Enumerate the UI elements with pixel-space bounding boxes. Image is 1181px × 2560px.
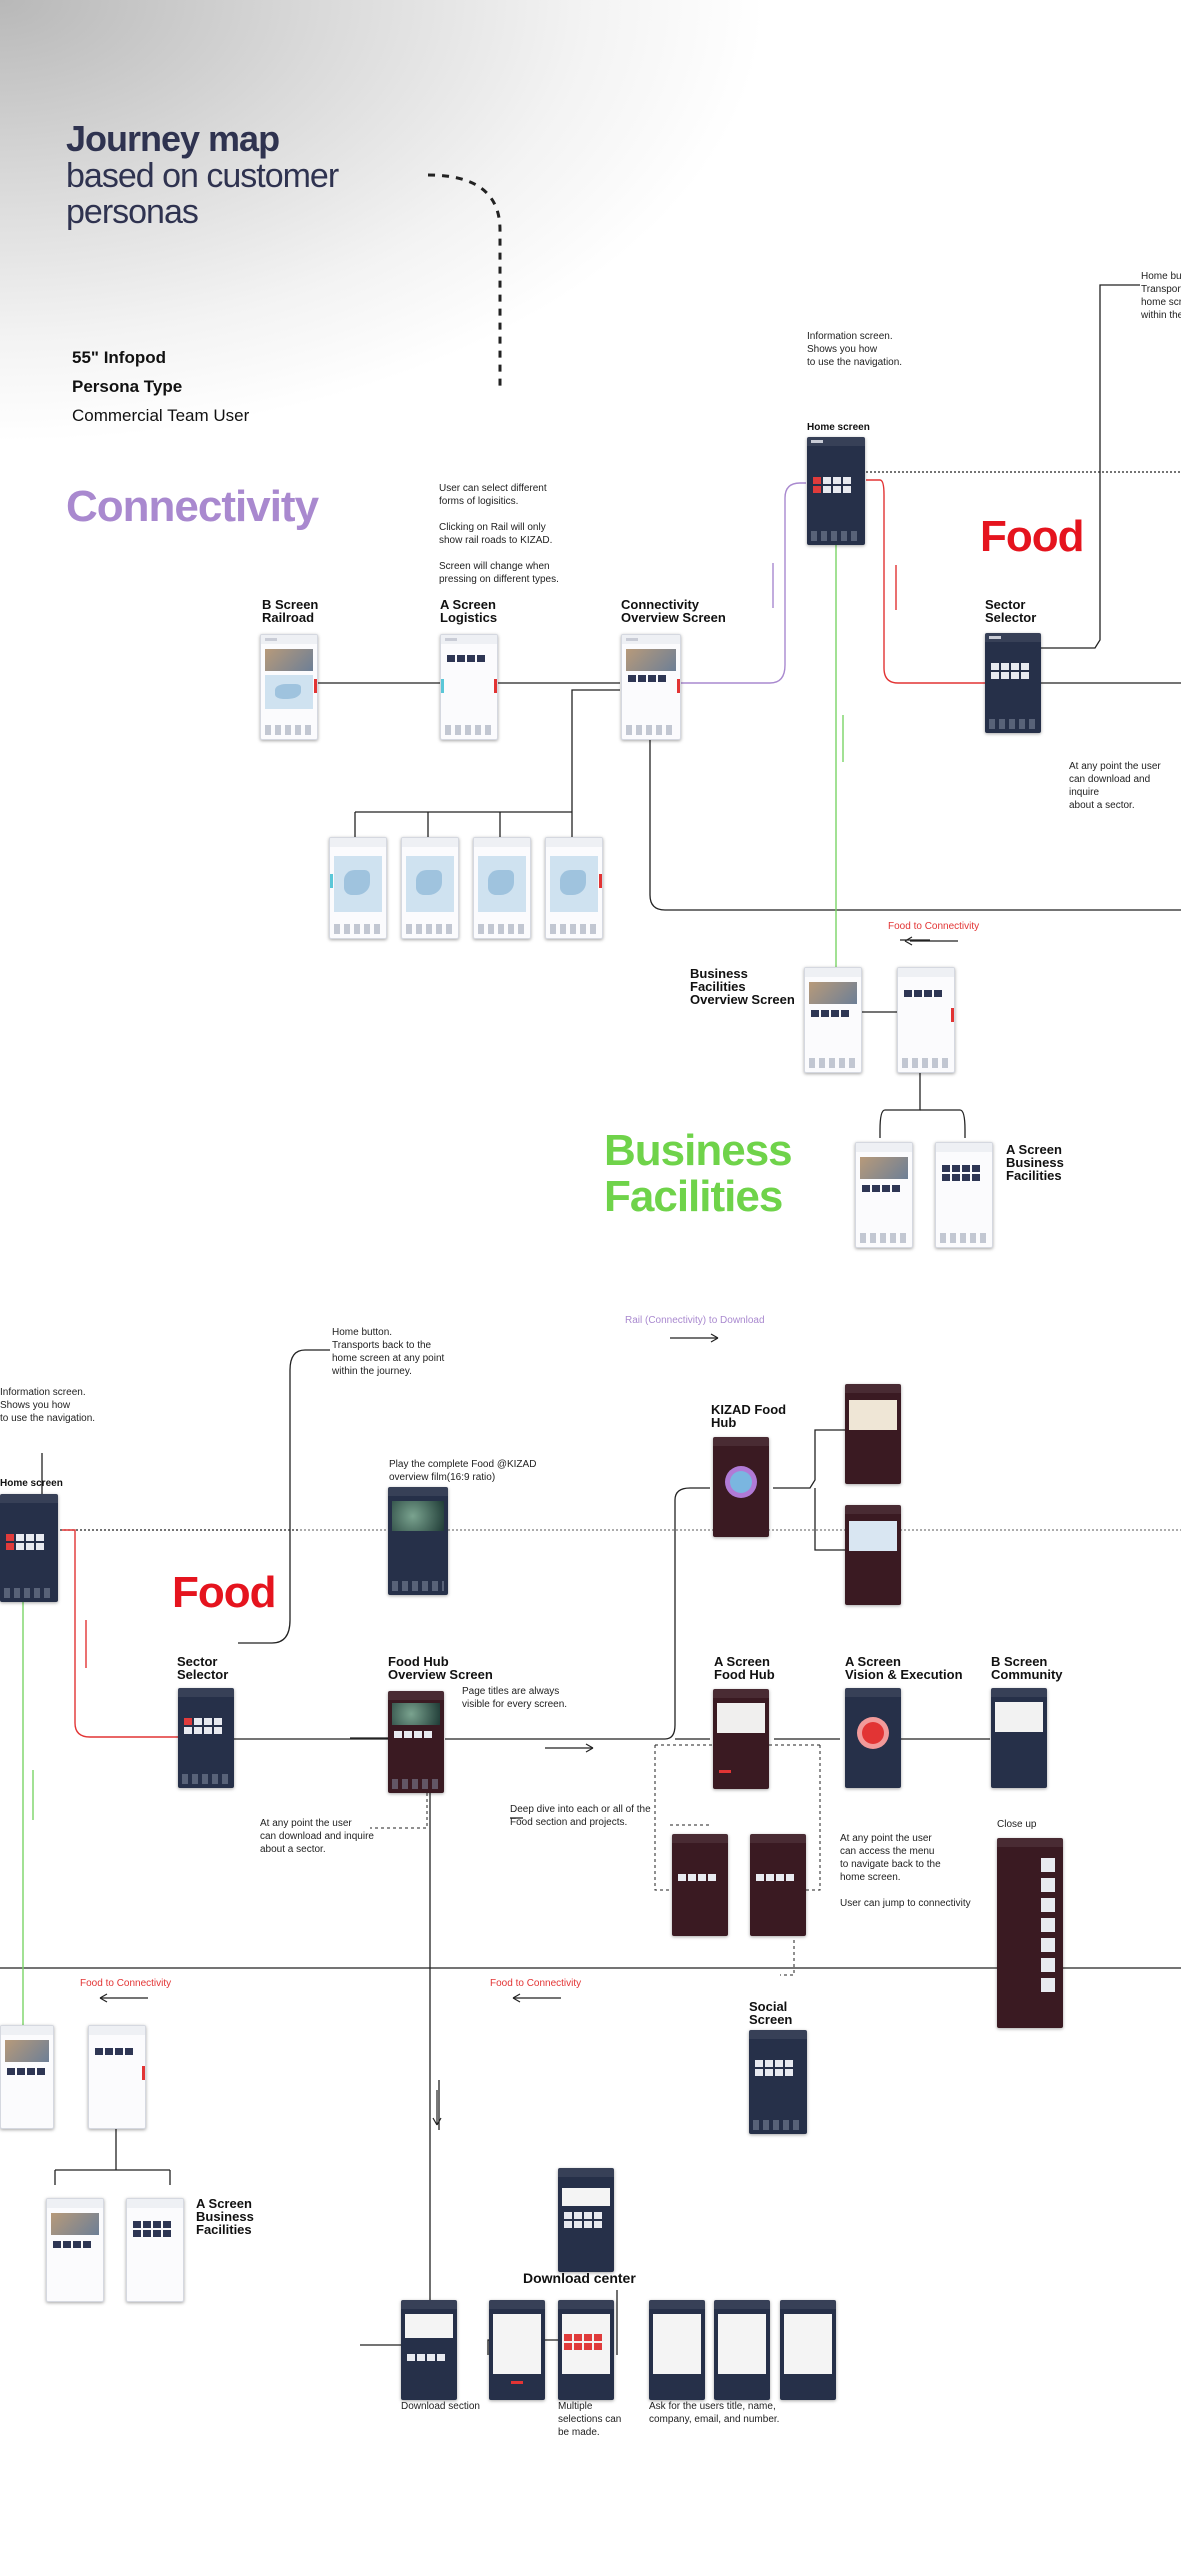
- screen-download-section-1: [401, 2300, 457, 2400]
- screen-sector-selector-top: [985, 633, 1041, 733]
- screen-logistics-map-1: [329, 837, 387, 939]
- screen-download-form-2: [714, 2300, 770, 2400]
- screen-close-up: [997, 1838, 1063, 2028]
- note-ask-users: Ask for the users title, name, company, …: [649, 2401, 780, 2425]
- note-deep-dive: Deep dive into each or all of the Food s…: [510, 1804, 651, 1828]
- header-background: [0, 0, 1181, 560]
- note-menu: At any point the user can access the men…: [840, 1833, 971, 1909]
- flow-food-to-connectivity-mid: Food to Connectivity: [490, 1978, 582, 1989]
- note-information-bottom: Information screen. Shows you how to use…: [0, 1387, 96, 1424]
- screen-logistics-map-3: [473, 837, 531, 939]
- screen-home-bottom: [0, 1494, 58, 1602]
- screen-download-multi: [558, 2300, 614, 2400]
- screen-business-detail: [897, 967, 955, 1073]
- label-close-up: Close up: [997, 1819, 1037, 1830]
- section-food-top: Food: [980, 512, 1085, 561]
- screen-home-top: [807, 437, 865, 545]
- screen-food-deep-2: [750, 1834, 806, 1936]
- page-title: Journey map: [66, 118, 280, 159]
- screen-download-section-2: [489, 2300, 545, 2400]
- screen-food-hub-overview: [388, 1691, 444, 1793]
- screen-business-overview-bottom: [0, 2025, 54, 2129]
- screen-logistics-map-2: [401, 837, 459, 939]
- screen-connectivity-overview: [621, 634, 681, 740]
- screen-business-a-2: [935, 1142, 993, 1248]
- label-a-screen-business-top: A Screen Business Facilities: [1006, 1142, 1064, 1183]
- section-food-bottom: Food: [172, 1568, 277, 1617]
- note-download-anytime-top: At any point the user can download and i…: [1069, 761, 1161, 811]
- screen-download-form-3: [780, 2300, 836, 2400]
- screen-kizad-food-hub: [713, 1437, 769, 1537]
- persona-type-value: Commercial Team User: [72, 406, 250, 425]
- note-information-top: Information screen. Shows you how to use…: [807, 331, 903, 368]
- label-kizad-food-hub: KIZAD Food Hub: [711, 1402, 787, 1430]
- screen-b-community: [991, 1688, 1047, 1788]
- label-home-screen-bottom: Home screen: [0, 1478, 63, 1489]
- label-sector-selector-top: Sector Selector: [985, 597, 1037, 625]
- screen-food-deep-1: [672, 1834, 728, 1936]
- screen-a-vision: [845, 1688, 901, 1788]
- screen-business-a-bottom-2: [126, 2198, 184, 2302]
- screen-sector-selector-bottom: [178, 1688, 234, 1788]
- screen-food-film: [388, 1487, 448, 1595]
- note-logistics: User can select different forms of logis…: [439, 483, 559, 585]
- flow-rail-to-download: Rail (Connectivity) to Download: [625, 1315, 765, 1326]
- note-film: Play the complete Food @KIZAD overview f…: [389, 1459, 537, 1483]
- screen-b-railroad: [260, 634, 318, 740]
- screen-business-overview: [804, 967, 862, 1073]
- screen-social: [749, 2030, 807, 2134]
- label-sector-selector-bottom: Sector Selector: [177, 1654, 229, 1682]
- label-connectivity-overview: Connectivity Overview Screen: [621, 597, 726, 625]
- screen-business-detail-bottom: [88, 2025, 146, 2129]
- screen-download-form-1: [649, 2300, 705, 2400]
- label-b-screen-railroad: B Screen Railroad: [262, 597, 319, 625]
- label-a-screen-business-bottom: A Screen Business Facilities: [196, 2196, 254, 2237]
- note-download-anytime-bottom: At any point the user can download and i…: [260, 1818, 374, 1855]
- label-b-screen-community: B Screen Community: [991, 1654, 1063, 1682]
- section-business-facilities: Business Facilities: [604, 1126, 793, 1221]
- section-connectivity: Connectivity: [66, 482, 319, 531]
- screen-kizad-sub-1: [845, 1384, 901, 1484]
- note-home-button-top: Home bu Transport home scr within the: [1141, 271, 1181, 321]
- device-label: 55" Infopod: [72, 348, 166, 367]
- screen-business-a-bottom-1: [46, 2198, 104, 2302]
- note-page-titles: Page titles are always visible for every…: [462, 1686, 568, 1710]
- screen-business-a-1: [855, 1142, 913, 1248]
- screen-logistics-map-4: [545, 837, 603, 939]
- label-a-screen-food-hub: A Screen Food Hub: [714, 1654, 775, 1682]
- label-a-screen-logistics: A Screen Logistics: [440, 597, 498, 625]
- persona-type-label: Persona Type: [72, 377, 183, 396]
- label-home-screen-top: Home screen: [807, 422, 870, 433]
- page-subtitle: based on customer personas: [66, 157, 339, 231]
- screen-a-food-hub: [713, 1689, 769, 1789]
- screen-download-center: [558, 2168, 614, 2272]
- flow-food-to-connectivity-left: Food to Connectivity: [80, 1978, 172, 1989]
- screen-kizad-sub-2: [845, 1505, 901, 1605]
- screen-a-logistics: [440, 634, 498, 740]
- note-download-section: Download section: [401, 2401, 480, 2412]
- label-business-facilities-overview: Business Facilities Overview Screen: [690, 966, 795, 1007]
- label-a-screen-vision: A Screen Vision & Execution: [845, 1654, 963, 1682]
- note-multiple-selections: Multiple selections can be made.: [558, 2401, 622, 2438]
- note-home-button-bottom: Home button. Transports back to the home…: [332, 1327, 445, 1377]
- label-download-center: Download center: [523, 2270, 636, 2286]
- label-social-screen: Social Screen: [749, 1999, 793, 2027]
- label-food-hub-overview: Food Hub Overview Screen: [388, 1654, 493, 1682]
- flow-food-to-connectivity-top: Food to Connectivity: [888, 921, 980, 932]
